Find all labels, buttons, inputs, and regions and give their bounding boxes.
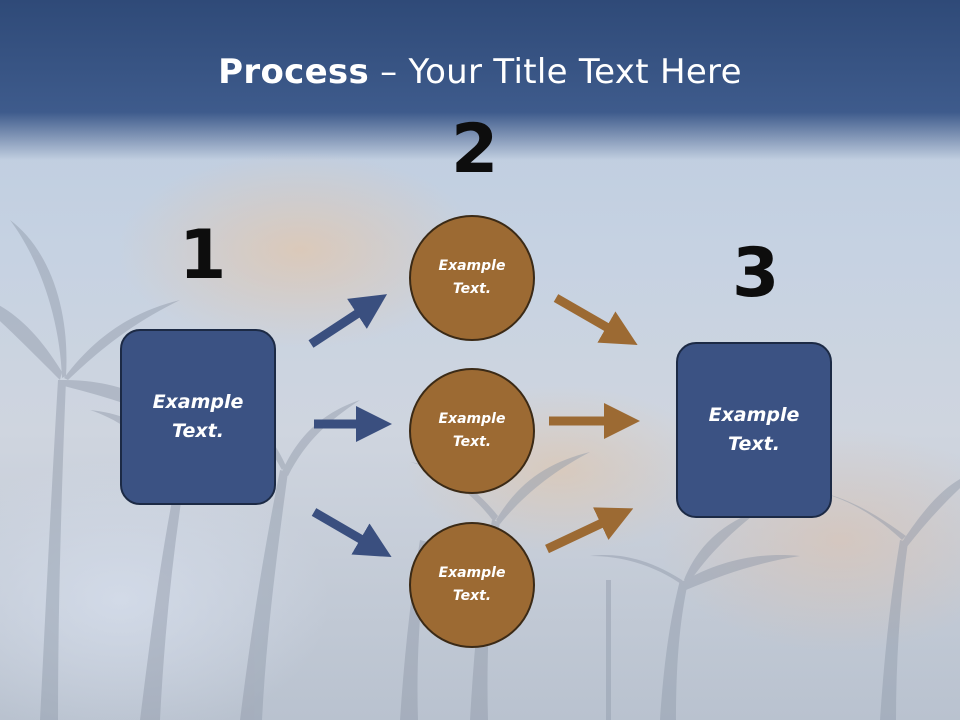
step-2-circle-top: Example Text. [409, 215, 535, 341]
arrow-1-to-2a [308, 294, 388, 348]
title-bold: Process [218, 52, 370, 92]
step-2-circle-bottom: Example Text. [409, 522, 535, 648]
arrows-blue [308, 294, 392, 558]
step-1-text: Example Text. [152, 391, 244, 442]
step-2-circle-middle: Example Text. [409, 368, 535, 494]
slide-title: Process – Your Title Text Here [0, 52, 960, 92]
step-number-1: 1 [179, 216, 227, 295]
arrow-2c-to-3 [545, 507, 634, 554]
step-2-text-bottom: Example Text. [438, 565, 506, 604]
title-bar [0, 0, 960, 160]
step-3-box: Example Text. [676, 342, 832, 518]
step-1-box: Example Text. [120, 329, 276, 505]
arrow-1-to-2c [311, 508, 392, 558]
arrows-brown [545, 294, 640, 554]
arrow-2a-to-3 [553, 294, 638, 345]
step-number-3: 3 [732, 234, 780, 313]
step-2-text-top: Example Text. [438, 258, 506, 297]
step-number-2: 2 [451, 110, 499, 189]
step-2-text-middle: Example Text. [438, 411, 506, 450]
title-rest: – Your Title Text Here [369, 52, 742, 92]
step-3-text: Example Text. [708, 404, 800, 455]
